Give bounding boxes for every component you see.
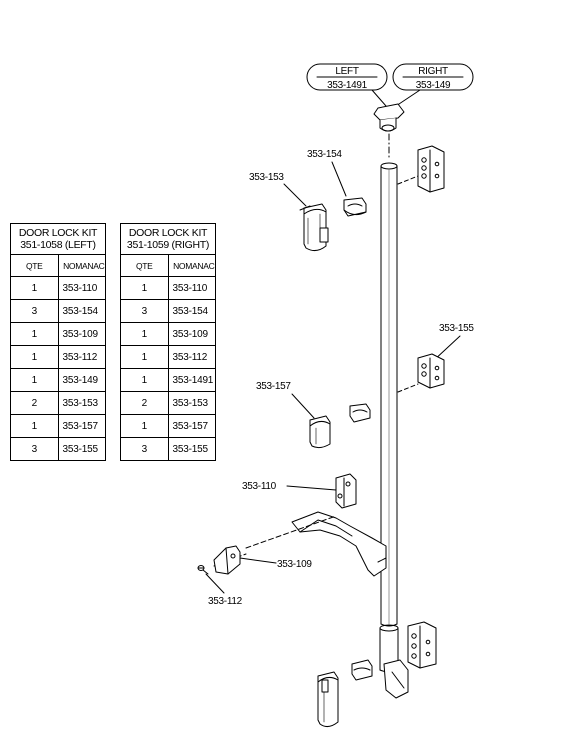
qty-cell: 1 — [10, 345, 59, 369]
callout-part-label: 353-1491 — [327, 80, 368, 91]
part-cell: 353-110 — [57, 276, 106, 300]
rod-guide — [317, 671, 339, 728]
part-label-353-157: 353-157 — [256, 381, 291, 392]
part-label-353-153: 353-153 — [249, 172, 284, 183]
kit-title-line2: 351-1058 (LEFT) — [20, 239, 96, 251]
clip-part — [349, 403, 371, 423]
callout-right-handle: RIGHT 353-149 — [392, 63, 474, 91]
qty-cell: 2 — [120, 391, 169, 415]
qty-cell: 1 — [120, 414, 169, 438]
rod-end-fitting — [383, 659, 409, 699]
part-cell: 353-155 — [57, 437, 106, 461]
screw — [197, 565, 209, 575]
latch-plate — [335, 473, 357, 509]
leader-line — [371, 89, 387, 107]
callout-part-label: 353-149 — [416, 80, 451, 91]
dashed-leader — [397, 383, 419, 393]
part-cell: 353-153 — [167, 391, 216, 415]
leader-line — [283, 183, 307, 207]
kit-title: DOOR LOCK KIT 351-1058 (LEFT) — [10, 223, 106, 255]
lock-rod — [379, 162, 399, 673]
leader-line — [395, 89, 421, 107]
part-cell: 353-109 — [57, 322, 106, 346]
qty-cell: 1 — [120, 368, 169, 392]
rod-guide — [299, 203, 329, 252]
qty-cell: 3 — [120, 437, 169, 461]
part-cell: 353-154 — [167, 299, 216, 323]
clip-part — [343, 197, 367, 217]
leader-line — [331, 161, 347, 197]
qty-cell: 1 — [10, 368, 59, 392]
kit-title-line1: DOOR LOCK KIT — [128, 227, 208, 239]
kit-title-line2: 351-1059 (RIGHT) — [126, 239, 210, 251]
callout-left-handle: LEFT 353-1491 — [306, 63, 388, 91]
qty-cell: 1 — [10, 276, 59, 300]
handle-knob — [373, 103, 405, 132]
leader-line — [239, 557, 277, 564]
part-label-353-154: 353-154 — [307, 149, 342, 160]
angle-bracket — [213, 545, 241, 575]
part-cell: 353-157 — [57, 414, 106, 438]
rod-guide — [309, 415, 331, 449]
kit-table-left: DOOR LOCK KIT 351-1058 (LEFT) QTE NOMANA… — [10, 223, 106, 461]
dashed-leader — [397, 175, 419, 185]
rod-bracket — [417, 353, 445, 389]
qty-cell: 3 — [10, 437, 59, 461]
leader-line — [286, 485, 337, 491]
clip-part — [351, 659, 373, 681]
part-cell: 353-155 — [167, 437, 216, 461]
leader-line — [205, 573, 225, 594]
rod-bracket — [407, 621, 437, 669]
kit-title: DOOR LOCK KIT 351-1059 (RIGHT) — [120, 223, 216, 255]
kit-table-right: DOOR LOCK KIT 351-1059 (RIGHT) QTE NOMAN… — [120, 223, 216, 461]
part-cell: 353-153 — [57, 391, 106, 415]
part-label-353-109: 353-109 — [277, 559, 312, 570]
part-cell: 353-149 — [57, 368, 106, 392]
callout-side-label: LEFT — [335, 66, 358, 77]
callout-side-label: RIGHT — [418, 66, 448, 77]
part-cell: 353-157 — [167, 414, 216, 438]
dashed-leader — [245, 515, 337, 549]
qty-cell: 1 — [120, 345, 169, 369]
part-cell: 353-154 — [57, 299, 106, 323]
part-cell: 353-112 — [167, 345, 216, 369]
rod-bracket — [417, 145, 445, 193]
part-label-353-155: 353-155 — [439, 323, 474, 334]
qty-cell: 1 — [10, 322, 59, 346]
kit-title-line1: DOOR LOCK KIT — [18, 227, 98, 239]
part-label-353-110: 353-110 — [242, 481, 277, 492]
part-cell: 353-109 — [167, 322, 216, 346]
qty-cell: 1 — [120, 322, 169, 346]
leader-line — [291, 393, 315, 419]
part-label-353-112: 353-112 — [208, 596, 243, 607]
